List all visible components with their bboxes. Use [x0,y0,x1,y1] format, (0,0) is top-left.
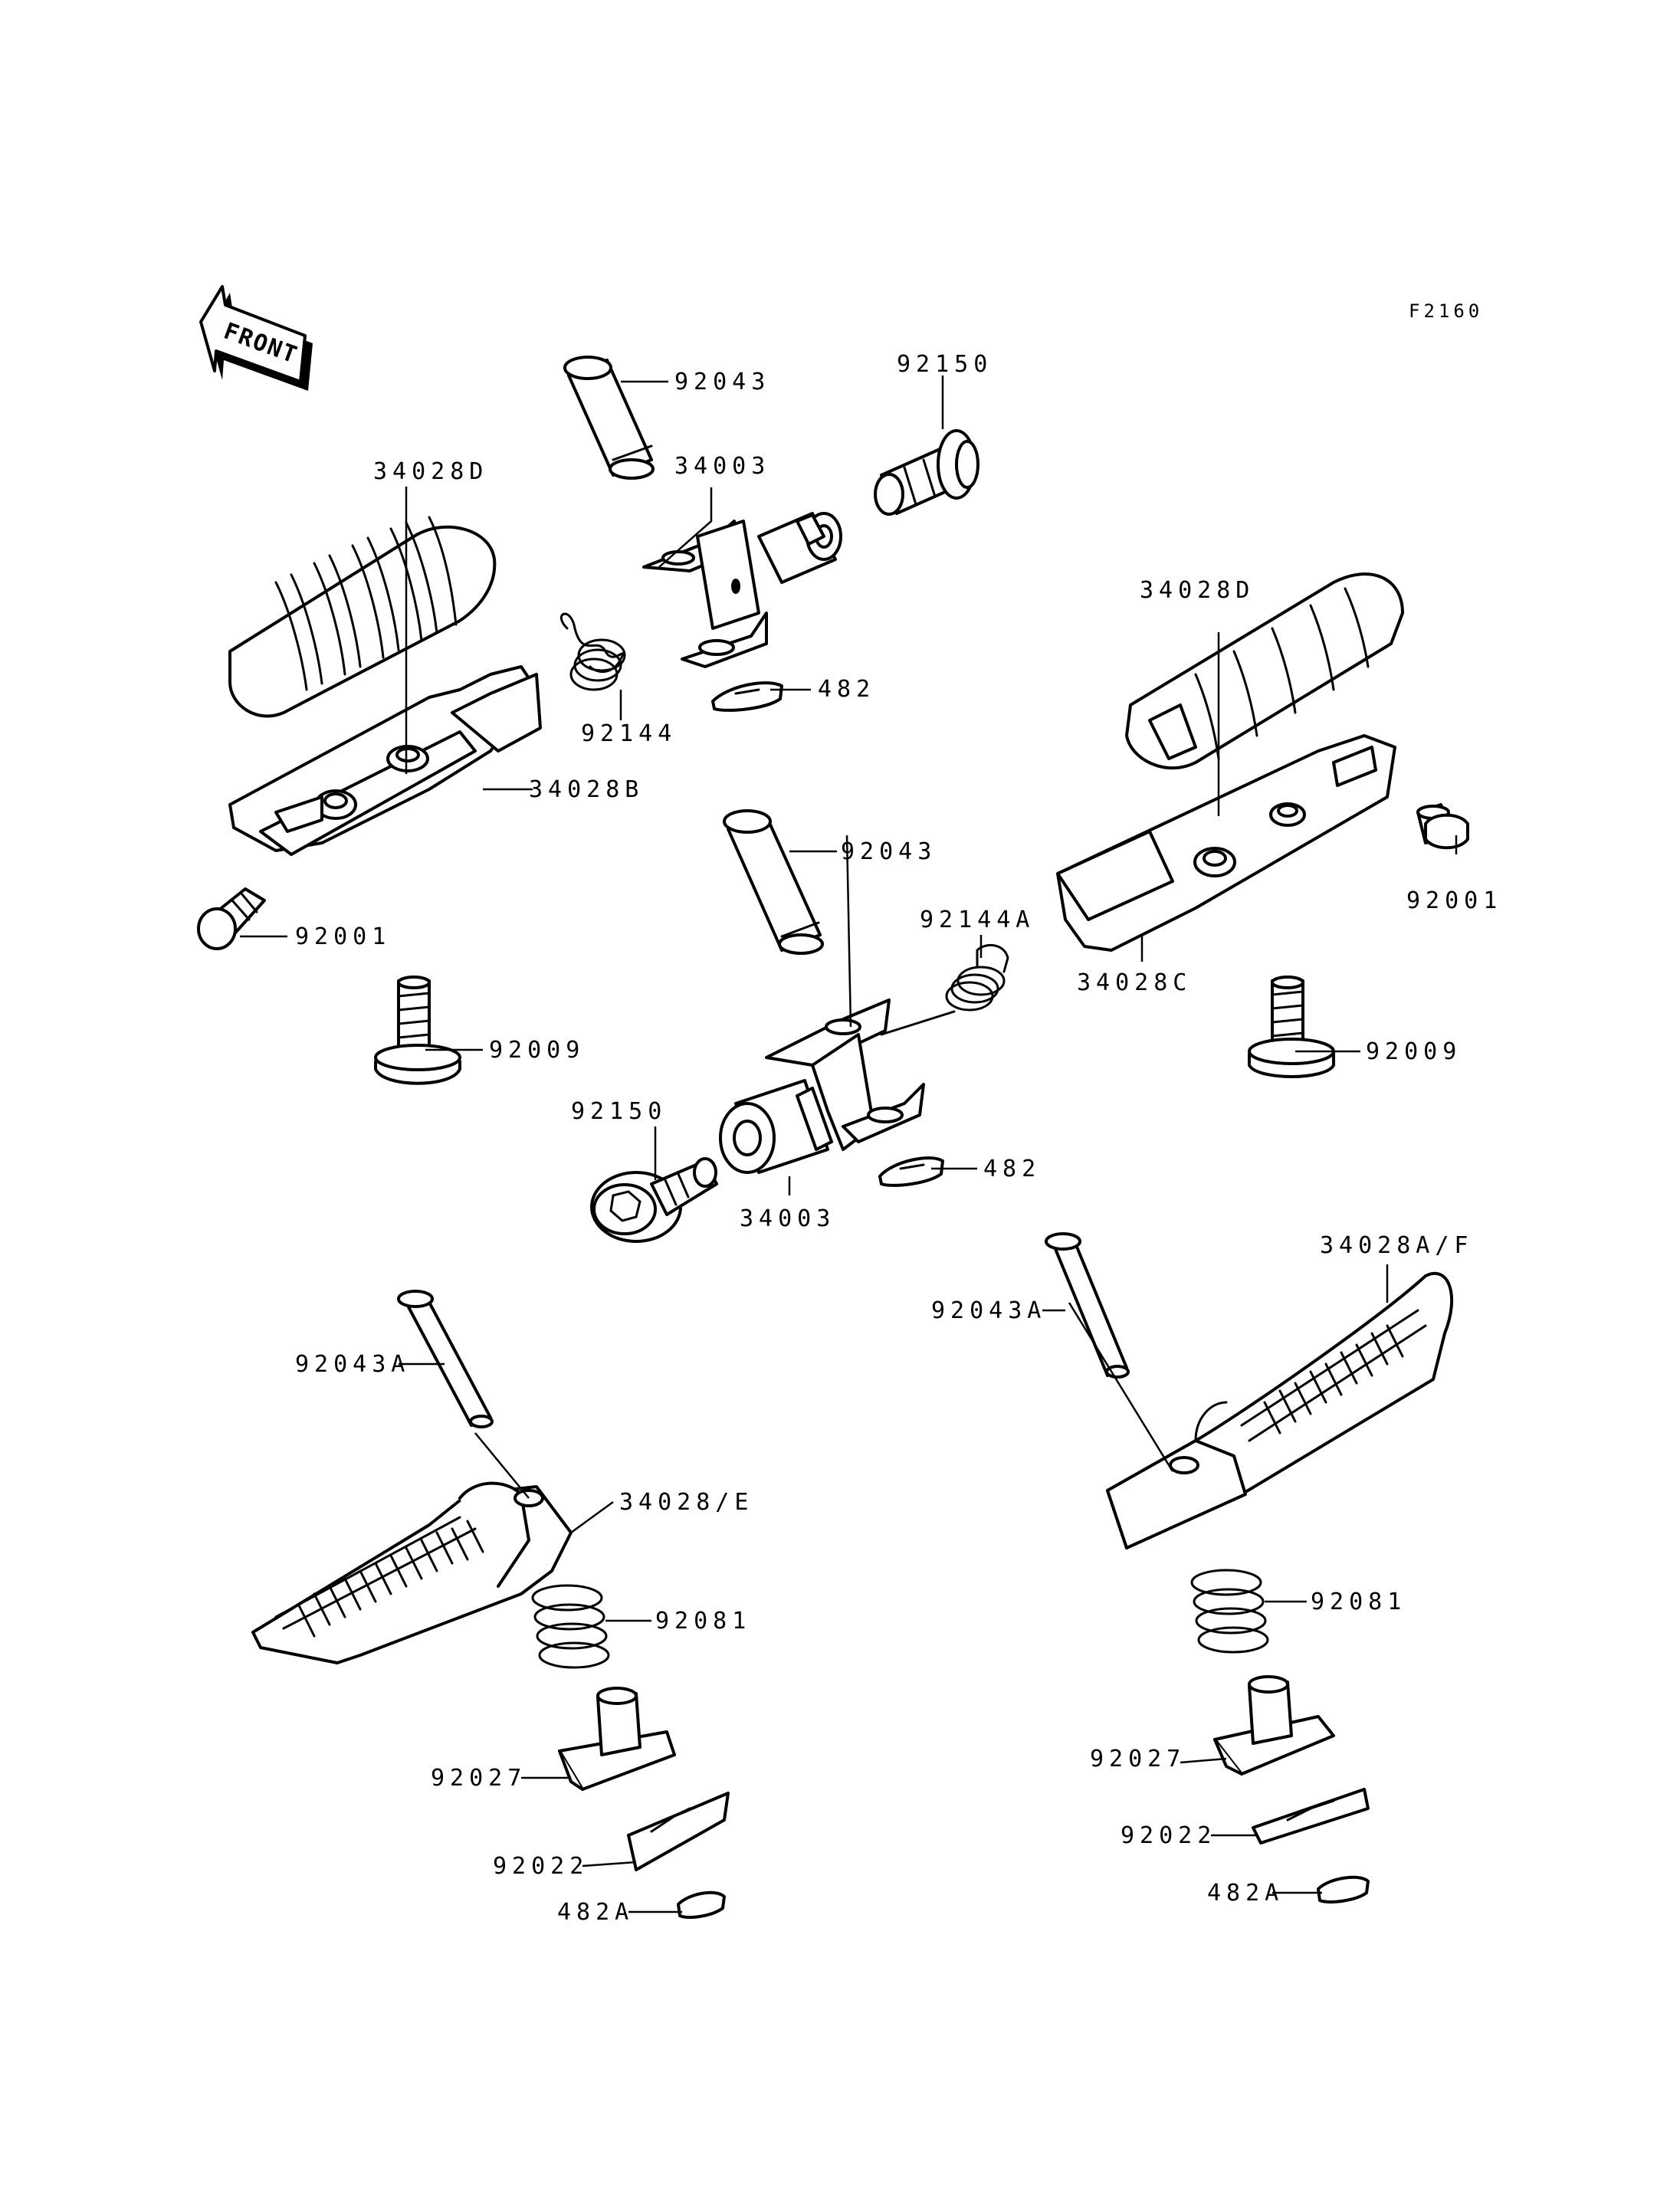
label-34028b: 34028B [529,776,644,803]
label-34028af: 34028A/F [1320,1232,1474,1259]
label-482a-right: 482A [1207,1880,1284,1907]
pin-92043a-right [1045,1232,1130,1379]
footpeg-bracket-34028c [1056,734,1396,952]
label-92043a-left: 92043A [295,1351,410,1378]
pin-92043a-left [397,1290,494,1428]
clip-482-top [711,681,783,712]
stopper-92022-right [1252,1788,1370,1844]
label-92027-right: 92027 [1090,1746,1186,1772]
label-92150-top: 92150 [897,351,993,378]
diagram-code: F2160 [1409,300,1483,322]
front-arrow-icon: FRONT [199,285,313,391]
bolt-92150-mid [590,1157,718,1243]
label-92001-right: 92001 [1406,887,1502,914]
bolt-92009-left [374,976,461,1085]
label-34028c: 34028C [1077,969,1192,996]
label-92009-left: 92009 [489,1037,585,1064]
label-34003-mid: 34003 [740,1205,835,1232]
label-482-top: 482 [818,676,875,703]
label-482a-left: 482A [557,1899,634,1926]
label-482-mid: 482 [983,1156,1041,1182]
pivot-92027-left [558,1687,676,1791]
clip-482-mid [878,1156,944,1187]
label-92022-left: 92022 [493,1853,589,1880]
label-92081-left: 92081 [655,1608,751,1635]
label-92027-left: 92027 [431,1765,527,1792]
footpeg-34028af [1106,1271,1454,1549]
spring-92081-left [531,1584,610,1669]
pin-92043-mid [723,809,824,955]
bracket-34003-mid [719,998,925,1174]
label-92144: 92144 [581,720,677,747]
pivot-92027-right [1213,1675,1335,1776]
bolt-92150-top [874,429,979,516]
label-92022-right: 92022 [1121,1822,1216,1849]
label-92009-right: 92009 [1366,1038,1462,1065]
label-34028e: 34028/E [619,1489,753,1516]
label-34028d-right: 34028D [1140,577,1255,604]
stopper-92022-left [627,1792,730,1871]
label-92043-mid: 92043 [841,838,937,865]
spring-92144 [559,612,626,691]
label-34028d-left: 34028D [373,458,488,485]
clip-482a-left [677,1890,726,1919]
label-92001-left: 92001 [295,923,391,950]
spring-92081-right [1190,1569,1269,1654]
label-92081-right: 92081 [1311,1589,1406,1615]
spring-92144a [880,943,1009,1036]
footpeg-rubber-34028d-right [1125,572,1404,770]
clip-482a-right [1317,1875,1370,1904]
bracket-34003-top [642,512,842,668]
footpeg-34028e [251,1481,573,1664]
label-34003-top: 34003 [674,453,770,480]
screw-92001-left [197,887,266,950]
footpeg-rubber-34028d-left [228,516,497,718]
footpeg-bracket-34028b [228,665,542,856]
label-92043-top: 92043 [674,369,770,395]
screw-92001-right [1416,803,1469,850]
bolt-92009-right [1248,976,1335,1078]
label-92144a: 92144A [920,907,1035,933]
pin-92043-top [563,356,655,480]
label-92043a-right: 92043A [931,1297,1046,1324]
label-92150-mid: 92150 [571,1098,667,1125]
leader-lines [240,375,1458,1913]
